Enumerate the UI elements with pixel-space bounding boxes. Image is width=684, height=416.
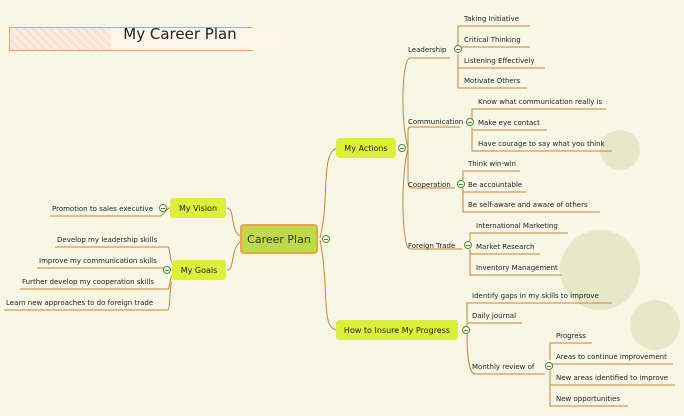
connector [402,147,462,250]
title-banner-center [110,28,280,50]
leaf-node[interactable]: Critical Thinking [464,36,521,44]
leaf-node[interactable]: Have courage to say what you think [478,140,605,148]
connector [20,275,173,290]
connector [466,322,522,330]
connector [549,370,628,407]
sub-branch-monthly-review[interactable]: Monthly review of [472,363,535,371]
leaf-node[interactable]: Promotion to sales executive [52,205,153,213]
background-decoration [560,230,640,310]
leaf-node[interactable]: Inventory Management [476,264,558,272]
connector [457,46,530,50]
leaf-node[interactable]: Be accountable [468,181,523,189]
connector [226,241,241,271]
collapse-toggle-icon[interactable] [457,180,465,188]
leaf-node[interactable]: Progress [556,332,586,340]
branch-my-goals[interactable]: My Goals [172,260,226,280]
connector [457,54,527,89]
leaf-node[interactable]: Daily journal [472,312,517,320]
leaf-node[interactable]: Develop my leadership skills [57,236,158,244]
connector [402,57,450,149]
collapse-toggle-icon[interactable] [322,235,330,243]
background-decoration [600,130,640,170]
connector [55,246,173,263]
connector [319,147,339,239]
connector [471,127,547,131]
connector [407,148,455,189]
leaf-node[interactable]: New areas identified to improve [556,374,669,382]
collapse-toggle-icon[interactable] [464,241,472,249]
collapse-toggle-icon[interactable] [159,204,167,212]
page-title: My Career Plan [123,25,237,43]
connector [466,333,545,375]
sub-branch-foreign-trade[interactable]: Foreign Trade [408,242,456,250]
collapse-toggle-icon[interactable] [466,118,474,126]
leaf-node[interactable]: Further develop my cooperation skills [22,278,154,286]
connector [549,362,673,365]
connector [319,239,339,331]
background-decoration [630,300,680,350]
leaf-node[interactable]: Market Research [476,243,535,251]
connector [469,253,562,276]
branch-my-actions[interactable]: My Actions [336,138,396,158]
connector [226,207,241,237]
leaf-node[interactable]: Areas to continue improvement [556,353,667,361]
branch-my-vision[interactable]: My Vision [170,198,226,218]
connector [4,281,173,311]
connector [50,207,171,217]
leaf-node[interactable]: International Marketing [476,222,558,230]
connector [549,342,592,360]
sub-branch-communication[interactable]: Communication [408,118,464,126]
leaf-node[interactable]: Be self-aware and aware of others [468,201,588,209]
collapse-toggle-icon[interactable] [462,326,470,334]
leaf-node[interactable]: Identify gaps in my skills to improve [472,292,599,300]
connector [471,108,606,119]
leaf-node[interactable]: Taking Initiative [464,15,520,23]
leaf-node[interactable]: Listening Effectively [464,57,535,65]
central-topic[interactable]: Career Plan [240,224,318,254]
connector [469,232,568,241]
leaf-node[interactable]: Think win-win [468,160,517,168]
leaf-node[interactable]: Motivate Others [464,77,521,85]
leaf-node[interactable]: Improve my communication skills [39,257,157,265]
collapse-toggle-icon[interactable] [398,144,406,152]
connector [457,25,530,50]
sub-branch-cooperation[interactable]: Cooperation [408,181,451,189]
leaf-node[interactable]: New opportunities [556,395,621,403]
collapse-toggle-icon[interactable] [545,362,553,370]
sub-branch-leadership[interactable]: Leadership [408,46,447,54]
branch-insure-progress[interactable]: How to Insure My Progress [336,320,458,340]
leaf-node[interactable]: Know what communication really is [478,98,603,106]
leaf-node[interactable]: Make eye contact [478,119,540,127]
connector [466,302,612,322]
collapse-toggle-icon[interactable] [163,266,171,274]
title-banner [9,27,280,51]
connector [471,131,612,152]
connector [407,126,460,148]
collapse-toggle-icon[interactable] [454,45,462,53]
connector [462,192,600,213]
connector [462,170,520,180]
leaf-node[interactable]: Learn new approaches to do foreign trade [6,299,154,307]
